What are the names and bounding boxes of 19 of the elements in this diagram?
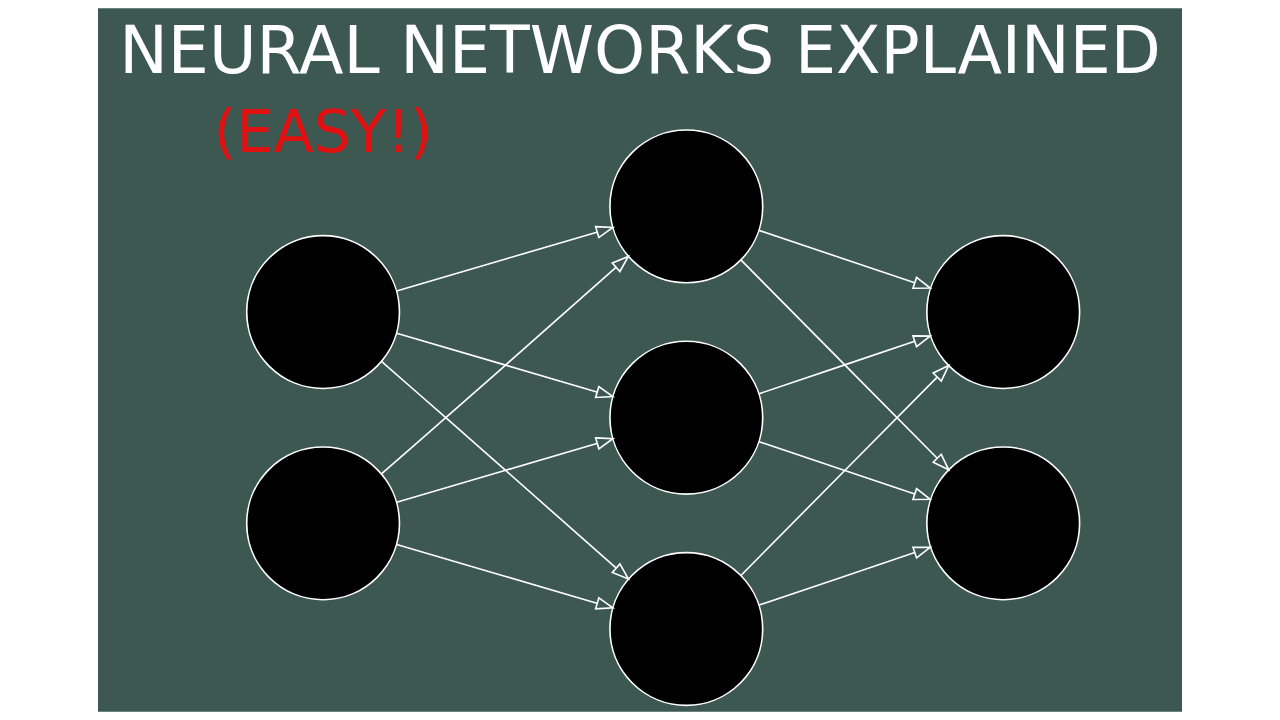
arrow xyxy=(380,360,631,581)
diagram-title: NEURAL NETWORKS EXPLAINED xyxy=(119,13,1161,89)
node-circle xyxy=(926,234,1081,390)
arrow xyxy=(758,546,933,606)
arrow xyxy=(395,225,616,292)
arrow xyxy=(380,254,631,475)
node-circle xyxy=(926,446,1081,601)
arrow xyxy=(758,440,933,501)
arrow xyxy=(395,437,616,503)
node-circle xyxy=(245,446,401,601)
node-circle xyxy=(609,340,764,495)
node-circle xyxy=(245,234,401,390)
label: (EASY!) xyxy=(213,98,433,167)
arrow xyxy=(395,332,616,399)
arrow xyxy=(758,335,933,395)
arrow xyxy=(758,229,933,290)
arrow xyxy=(740,259,951,472)
arrow xyxy=(740,363,951,577)
arrow xyxy=(395,543,616,610)
